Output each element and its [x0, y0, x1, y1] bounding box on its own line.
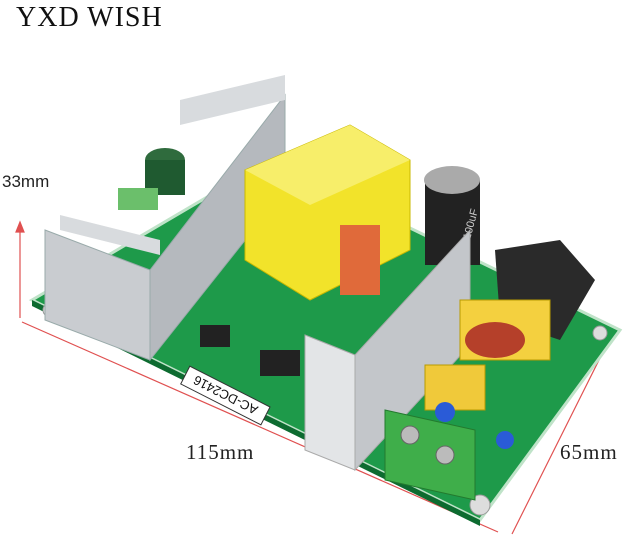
screw-terminal-block	[384, 409, 476, 501]
length-dimension-label: 115mm	[186, 440, 255, 464]
dimension-lines	[15, 220, 615, 535]
electrolytic-capacitor: 100uF	[424, 166, 481, 265]
width-dimension-label: 65mm	[560, 440, 618, 464]
brand-watermark: YXD WISH	[16, 2, 163, 33]
heatsink-left	[44, 75, 286, 362]
transformer	[244, 124, 411, 301]
heatsink-right	[304, 228, 471, 472]
height-dimension-label: 33mm	[2, 172, 50, 191]
